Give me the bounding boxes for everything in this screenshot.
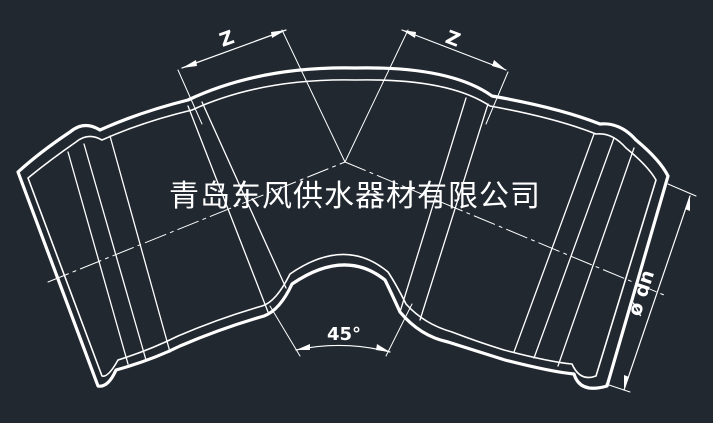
dimension-line-diameter — [623, 195, 691, 391]
socket-line — [557, 147, 635, 367]
socket-line — [201, 101, 287, 289]
extension-line — [667, 183, 697, 197]
center-line-right — [344, 161, 665, 296]
arrowhead — [376, 344, 390, 352]
extension-line — [281, 29, 346, 163]
arrowhead — [271, 30, 286, 38]
arrowhead — [402, 30, 416, 38]
extension-line — [385, 303, 413, 357]
socket-line — [533, 137, 615, 359]
extension-line — [344, 29, 409, 163]
arrowhead — [296, 344, 310, 350]
socket-line — [109, 135, 171, 353]
angle-arc — [295, 344, 391, 353]
extension-line — [485, 71, 509, 125]
arrowhead — [624, 375, 629, 390]
company-watermark: 青岛东风供水器材有限公司 — [169, 179, 541, 214]
socket-line — [399, 97, 467, 313]
inner-contour — [27, 79, 657, 379]
dimension-line-z-left — [181, 29, 287, 69]
extension-line — [177, 69, 203, 125]
extension-line — [269, 305, 301, 357]
outer-contour — [16, 66, 670, 390]
arrowhead — [182, 60, 197, 68]
center-line-left — [47, 161, 346, 283]
angle-dimension-label: 45° — [327, 324, 362, 345]
extension-line — [605, 383, 631, 393]
dimension-line-z-right — [401, 29, 507, 71]
socket-line — [67, 151, 129, 365]
socket-line — [419, 103, 489, 321]
socket-line — [513, 133, 595, 353]
socket-line — [83, 143, 147, 361]
arrowhead — [685, 196, 690, 211]
arrowhead — [492, 60, 506, 70]
